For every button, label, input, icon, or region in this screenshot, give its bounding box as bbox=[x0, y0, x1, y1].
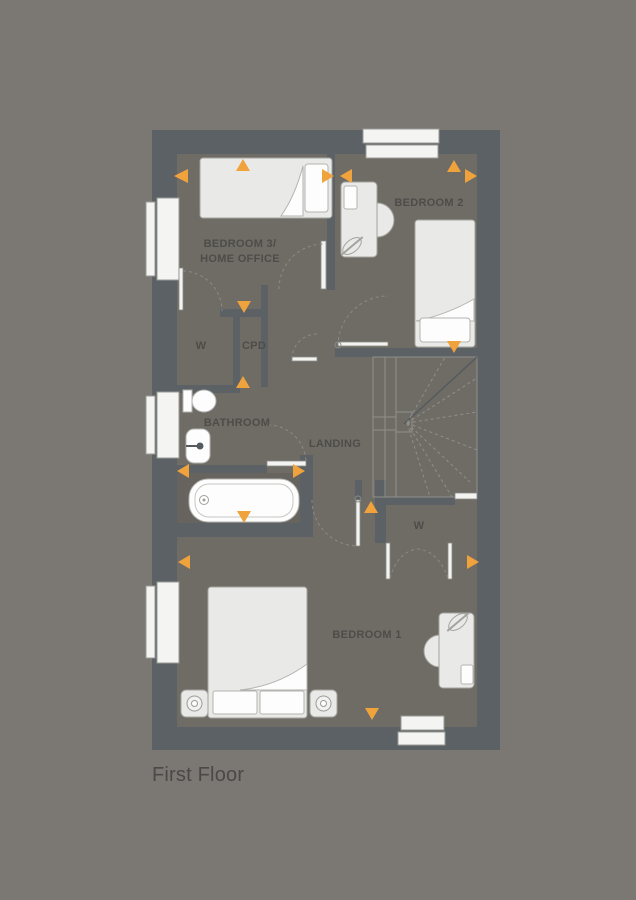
room-label-closet-w: W bbox=[196, 340, 207, 352]
direction-arrow-icon bbox=[322, 169, 334, 183]
single-bed-icon bbox=[414, 219, 476, 348]
room-label-bedroom2: BEDROOM 2 bbox=[394, 197, 463, 209]
direction-arrow-icon bbox=[467, 555, 479, 569]
window bbox=[145, 391, 180, 459]
room-label-landing: LANDING bbox=[309, 438, 361, 450]
desk-icon bbox=[423, 612, 475, 689]
sink-icon bbox=[185, 428, 211, 464]
direction-arrow-icon bbox=[237, 301, 251, 313]
direction-arrow-icon bbox=[177, 464, 189, 478]
direction-arrow-icon bbox=[178, 555, 190, 569]
direction-arrow-icon bbox=[447, 341, 461, 353]
room-label-cpd: CPD bbox=[242, 340, 266, 352]
toilet-icon bbox=[182, 389, 217, 413]
direction-arrow-icon bbox=[174, 169, 188, 183]
floor-title: First Floor bbox=[152, 764, 244, 786]
window bbox=[145, 197, 180, 281]
double-bed-icon bbox=[207, 586, 308, 719]
direction-arrow-icon bbox=[293, 464, 305, 478]
room-label-bedroom3-line1: BEDROOM 3/ bbox=[204, 238, 277, 250]
window bbox=[362, 128, 440, 159]
window bbox=[397, 715, 446, 746]
bedside-table-icon bbox=[180, 689, 209, 718]
direction-arrow-icon bbox=[465, 169, 477, 183]
direction-arrow-icon bbox=[236, 159, 250, 171]
direction-arrow-icon bbox=[236, 376, 250, 388]
stairs-icon bbox=[372, 356, 478, 498]
room-label-wardrobe-w: W bbox=[414, 520, 425, 532]
desk-icon bbox=[340, 181, 395, 258]
interior-walls bbox=[177, 154, 477, 543]
door-swing-arc bbox=[182, 243, 389, 547]
room-label-bathroom: BATHROOM bbox=[204, 417, 270, 429]
direction-arrow-icon bbox=[340, 169, 352, 183]
room-label-bedroom3-line2: HOME OFFICE bbox=[200, 253, 280, 265]
window bbox=[145, 581, 180, 664]
wardrobe-doors bbox=[385, 542, 453, 580]
direction-arrow-icon bbox=[447, 160, 461, 172]
direction-arrow-icon bbox=[365, 708, 379, 720]
room-label-bedroom1: BEDROOM 1 bbox=[332, 629, 401, 641]
direction-arrow-icon bbox=[237, 511, 251, 523]
direction-arrow-icon bbox=[364, 501, 378, 513]
bedside-table-icon bbox=[309, 689, 338, 718]
single-bed-icon bbox=[199, 157, 333, 219]
